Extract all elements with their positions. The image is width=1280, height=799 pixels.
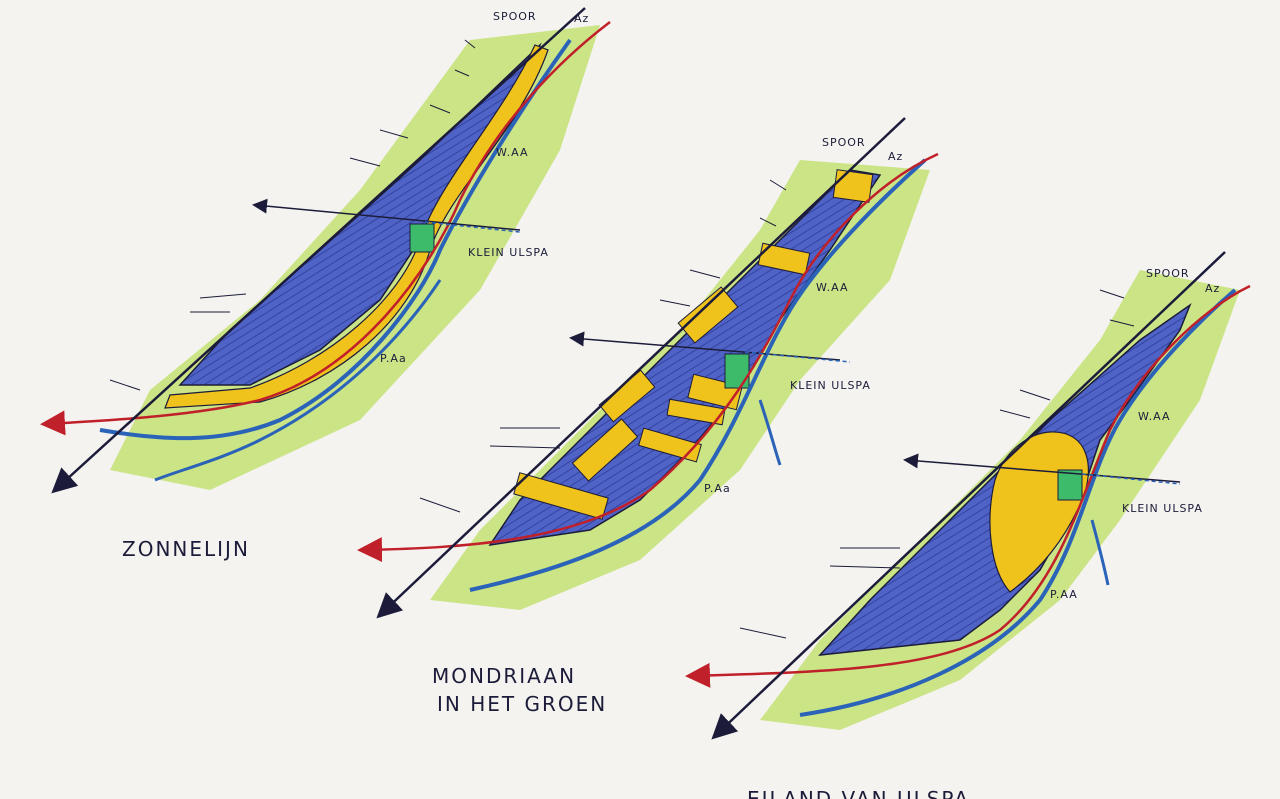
river-p-aa bbox=[154, 279, 442, 482]
cross-axis bbox=[903, 453, 1181, 483]
square-klein-ulspa bbox=[1057, 469, 1083, 501]
cross-axis-east bbox=[744, 351, 851, 363]
label-klein-ulspa: KLEIN ULSPA bbox=[468, 246, 549, 259]
label-az: Az bbox=[574, 12, 589, 25]
cross-axis bbox=[252, 198, 521, 231]
rail-line bbox=[711, 251, 1226, 740]
cross-axis-east bbox=[1081, 473, 1181, 485]
sketch-eiland: SPOOR Az W.AA KLEIN ULSPA P.AA EILAND VA… bbox=[685, 251, 1251, 799]
label-klein-ulspa: KLEIN ULSPA bbox=[1122, 502, 1203, 515]
river-west-aa bbox=[469, 158, 927, 592]
label-p-aa: P.Aa bbox=[380, 352, 407, 365]
road-a2 bbox=[685, 284, 1251, 688]
sketch-title: EILAND VAN ULSPA bbox=[747, 787, 970, 799]
road-a2 bbox=[40, 21, 611, 436]
label-spoor: SPOOR bbox=[822, 136, 866, 149]
sun-strip bbox=[164, 44, 549, 409]
label-p-aa: P.Aa bbox=[704, 482, 731, 495]
sketch-zonnelijn: SPOOR Az W.AA KLEIN ULSPA P.Aa ZONNELIJN bbox=[40, 7, 611, 561]
river-west-aa bbox=[99, 38, 572, 441]
river-west-aa bbox=[799, 288, 1237, 717]
square-klein-ulspa bbox=[409, 223, 435, 253]
cross-axis-east bbox=[424, 221, 521, 233]
rail-hatch-marks bbox=[109, 39, 1135, 639]
river-p-aa bbox=[1090, 519, 1110, 586]
road-a2 bbox=[357, 152, 939, 563]
square-klein-ulspa bbox=[724, 353, 750, 389]
rail-line bbox=[51, 7, 586, 494]
label-w-aa: W.AA bbox=[816, 281, 848, 294]
label-az: Az bbox=[888, 150, 903, 163]
sketch-mondriaan: SPOOR Az W.AA KLEIN ULSPA P.Aa MONDRIAAN… bbox=[357, 117, 939, 716]
label-az: Az bbox=[1205, 282, 1220, 295]
rail-line bbox=[376, 117, 906, 619]
river-p-aa bbox=[758, 399, 782, 466]
sketch-title: ZONNELIJN bbox=[122, 537, 250, 561]
label-spoor: SPOOR bbox=[493, 10, 537, 23]
label-w-aa: W.AA bbox=[1138, 410, 1170, 423]
label-spoor: SPOOR bbox=[1146, 267, 1190, 280]
label-p-aa: P.AA bbox=[1050, 588, 1078, 601]
label-klein-ulspa: KLEIN ULSPA bbox=[790, 379, 871, 392]
sketch-title-line-1: MONDRIAAN bbox=[432, 664, 576, 688]
sketch-title-line-2: IN HET GROEN bbox=[437, 692, 607, 716]
label-w-aa: W.AA bbox=[496, 146, 528, 159]
